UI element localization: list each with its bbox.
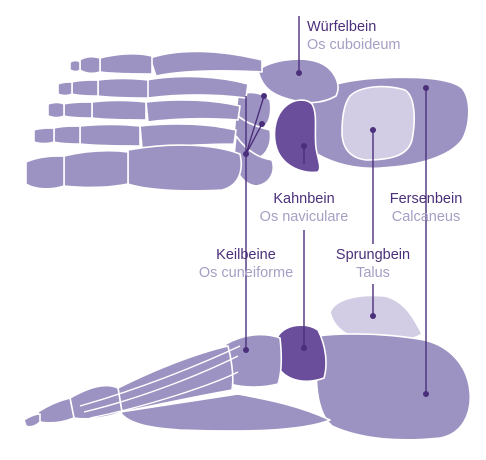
label-cuneiform-german: Keilbeine: [216, 247, 276, 263]
dot-calcaneus-side: [423, 391, 429, 397]
metatarsal-top-4: [145, 75, 249, 99]
label-cuboid: Würfelbein Os cuboideum: [307, 18, 401, 54]
dot-navicular-side: [301, 345, 307, 351]
label-cuneiform: Keilbeine Os cuneiforme: [190, 246, 302, 282]
metatarsal-top-1: [127, 144, 242, 192]
phalanx-top-4a: [97, 77, 149, 99]
calcaneus-side: [315, 333, 472, 441]
label-calcaneus: Fersenbein Calcaneus: [384, 190, 468, 226]
dot-calcaneus-top: [423, 85, 429, 91]
phalanx-top-2a: [79, 123, 141, 147]
metatarsal-top-5: [149, 50, 263, 77]
side-shaft-line-2: [83, 355, 239, 413]
talus-top: [341, 85, 415, 161]
phalanx-top-4c: [57, 81, 73, 97]
phalanx-top-5a: [99, 53, 153, 75]
dot-talus-top: [370, 127, 376, 133]
phalanx-top-2b: [53, 125, 81, 145]
phalanx-side-3: [23, 413, 41, 428]
phalanx-top-3c: [47, 101, 65, 119]
label-cuboid-latin: Os cuboideum: [307, 37, 401, 53]
navicular-side: [274, 324, 327, 383]
phalanx-side-2: [37, 397, 75, 424]
phalanx-top-3a: [91, 99, 147, 121]
side-shaft-line-3: [89, 371, 239, 419]
navicular-top: [273, 99, 321, 174]
label-navicular-german: Kahnbein: [273, 191, 335, 207]
metatarsal-side-lateral: [119, 393, 331, 432]
cuboid-top: [257, 58, 339, 104]
phalanx-top-2c: [33, 127, 55, 145]
dot-cuneiform-2: [259, 121, 265, 127]
label-cuneiform-latin: Os cuneiforme: [198, 265, 294, 281]
dot-cuneiform-side: [243, 347, 249, 353]
label-navicular-latin: Os naviculare: [259, 209, 349, 225]
dot-talus-side: [370, 313, 376, 319]
leader-lines: [243, 16, 429, 397]
label-cuboid-german: Würfelbein: [307, 19, 377, 35]
dot-cuboid: [296, 70, 302, 76]
label-calcaneus-latin: Calcaneus: [391, 209, 461, 225]
leader-cuneiform-branch: [245, 123, 263, 155]
dot-navicular-top: [301, 143, 307, 149]
label-talus-german: Sprungbein: [335, 247, 411, 263]
phalanx-top-4b: [71, 79, 99, 97]
label-talus-latin: Talus: [356, 265, 390, 281]
label-talus: Sprungbein Talus: [328, 246, 418, 282]
side-shaft-line-1: [79, 345, 241, 407]
label-navicular: Kahnbein Os naviculare: [254, 190, 354, 226]
phalanx-top-1a: [63, 150, 129, 189]
foot-side-view: [23, 294, 472, 441]
phalanx-top-5c: [69, 59, 81, 73]
phalanx-top-1b: [25, 155, 65, 190]
leader-cuneiform-top-branch: [245, 95, 265, 155]
metatarsal-top-3: [145, 99, 241, 123]
phalanx-top-5b: [79, 55, 101, 75]
phalanx-top-3b: [63, 101, 93, 119]
phalanx-side-1: [69, 384, 123, 420]
foot-top-view: [25, 50, 470, 192]
label-calcaneus-german: Fersenbein: [389, 191, 463, 207]
